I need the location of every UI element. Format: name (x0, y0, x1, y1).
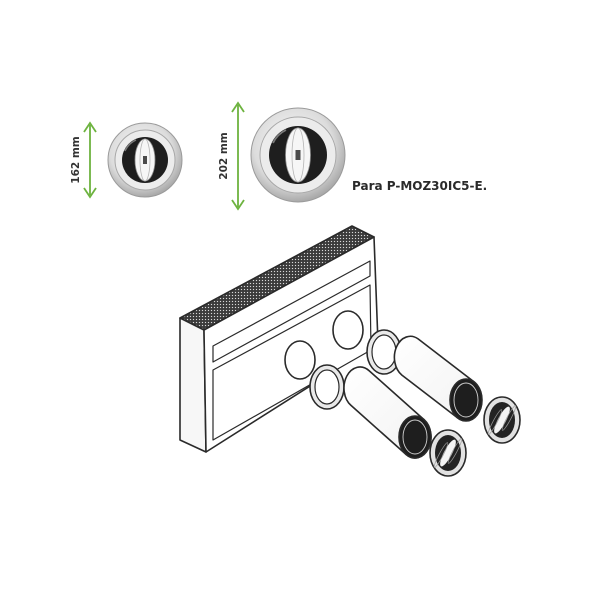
duct-tube (393, 335, 483, 422)
grille-cap-icon (483, 396, 521, 444)
small-grille-dimension: 162 mm (70, 121, 97, 199)
sealing-ring (309, 364, 345, 410)
small-round-grille-icon (107, 122, 183, 198)
unit-left-side (179, 317, 207, 453)
sealing-ring (366, 329, 402, 375)
air-conditioner-unit (179, 225, 379, 453)
arrow-head-down-icon (231, 199, 245, 211)
model-note: Para P-MOZ30IC5-E. (352, 179, 487, 193)
unit-front-slot (212, 260, 371, 363)
large-grille-height-label: 202 mm (218, 132, 230, 180)
large-round-grille-icon (250, 107, 346, 203)
unit-pipe-hole-right (332, 310, 364, 350)
arrow-head-up-icon (83, 121, 97, 133)
arrow-head-up-icon (231, 101, 245, 113)
arrow-head-down-icon (83, 187, 97, 199)
duct-tube (343, 366, 432, 459)
large-grille-dimension: 202 mm (218, 101, 245, 211)
grille-cap-icon (429, 429, 467, 477)
unit-pipe-hole-left (284, 340, 316, 380)
small-grille-height-label: 162 mm (70, 136, 82, 184)
